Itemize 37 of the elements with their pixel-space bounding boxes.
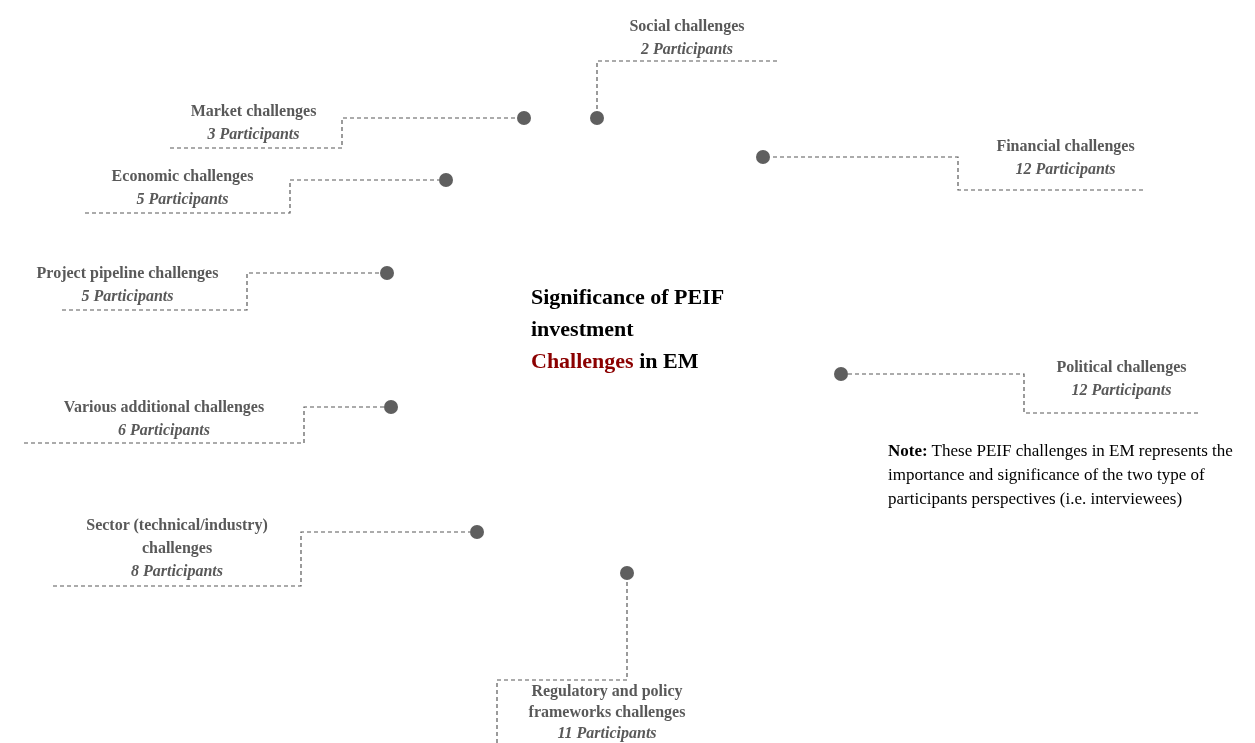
dot-marker — [620, 566, 634, 580]
participant-count: 11 Participants — [557, 723, 657, 743]
challenge-label: Social challenges — [629, 16, 745, 37]
participant-count: 5 Participants — [81, 286, 174, 307]
participant-count: 8 Participants — [131, 561, 223, 582]
dot-marker — [380, 266, 394, 280]
note-text: Note: These PEIF challenges in EM represents the importance and significance of the two type of participants perspectives (i.e. interviewees) — [888, 440, 1234, 510]
dot-marker — [590, 111, 604, 125]
dot-marker — [756, 150, 770, 164]
challenge-label: Project pipeline challenges — [36, 263, 219, 284]
leader-line — [61, 272, 381, 311]
participant-count: 12 Participants — [1015, 159, 1116, 180]
challenge-label: Various additional challenges — [63, 397, 265, 418]
dot-marker — [834, 367, 848, 381]
dot-marker — [384, 400, 398, 414]
dot-marker — [517, 111, 531, 125]
challenge-label: Regulatory and policy frameworks challenges — [527, 681, 687, 722]
leader-line — [496, 579, 628, 743]
leader-line — [84, 179, 440, 214]
leader-line — [23, 406, 385, 444]
leader-line — [596, 60, 778, 112]
challenge-label: Sector (technical/industry) challenges — [85, 515, 269, 559]
leader-line — [169, 117, 518, 149]
participant-count: 5 Participants — [136, 189, 229, 210]
participant-count: 3 Participants — [207, 124, 300, 145]
dot-marker — [439, 173, 453, 187]
participant-count: 6 Participants — [118, 420, 210, 441]
challenge-label: Market challenges — [190, 101, 317, 122]
leader-line — [847, 373, 1199, 414]
central-topic-text: Significance of PEIF investment Challenges in EM — [531, 281, 731, 377]
challenge-label: Economic challenges — [111, 166, 254, 187]
challenge-label: Financial challenges — [996, 136, 1135, 157]
leader-line — [52, 531, 471, 587]
challenge-label: Political challenges — [1056, 357, 1187, 378]
participant-count: 2 Participants — [641, 39, 733, 60]
dot-marker — [470, 525, 484, 539]
participant-count: 12 Participants — [1071, 380, 1172, 401]
